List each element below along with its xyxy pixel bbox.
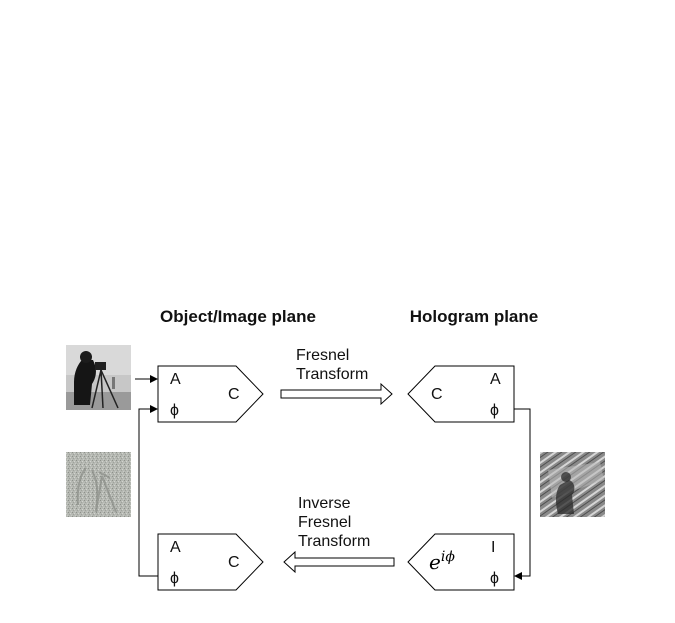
hologram-block-top: A ϕ C (407, 365, 515, 423)
feedback-loop-left (138, 405, 158, 577)
hologram-pattern (540, 452, 605, 517)
object-plane-heading: Object/Image plane (160, 307, 316, 326)
phase-label: ϕ (170, 570, 179, 587)
cameraman-photo (66, 345, 131, 410)
phase-label: ϕ (170, 402, 179, 419)
amplitude-label: A (170, 371, 181, 388)
phase-factor-label: eiϕ (429, 549, 455, 574)
amplitude-label: A (490, 371, 501, 388)
phase-label: ϕ (490, 570, 499, 587)
phase-label: ϕ (490, 402, 499, 419)
complex-label: C (228, 386, 240, 403)
inverse-transform-arrow (283, 550, 395, 574)
forward-transform-arrow (280, 382, 393, 406)
hologram-plane-heading: Hologram plane (410, 307, 538, 326)
fresnel-transform-line2: Transform (296, 366, 368, 383)
inverse-transform-line2: Fresnel (298, 514, 351, 531)
fresnel-transform-line1: Fresnel (296, 347, 349, 364)
amplitude-label: A (170, 539, 181, 556)
intensity-label: I (491, 539, 495, 556)
complex-label: C (228, 554, 240, 571)
hologram-block-bottom: I ϕ eiϕ (407, 533, 515, 591)
object-block-bottom: A ϕ C (157, 533, 264, 591)
inverse-transform-line3: Transform (298, 533, 370, 550)
complex-label: C (431, 386, 443, 403)
phase-connection-right (514, 408, 531, 580)
object-block-top: A ϕ C (157, 365, 264, 423)
inverse-transform-line1: Inverse (298, 495, 351, 512)
noisy-cameraman-reconstruction (66, 452, 131, 517)
